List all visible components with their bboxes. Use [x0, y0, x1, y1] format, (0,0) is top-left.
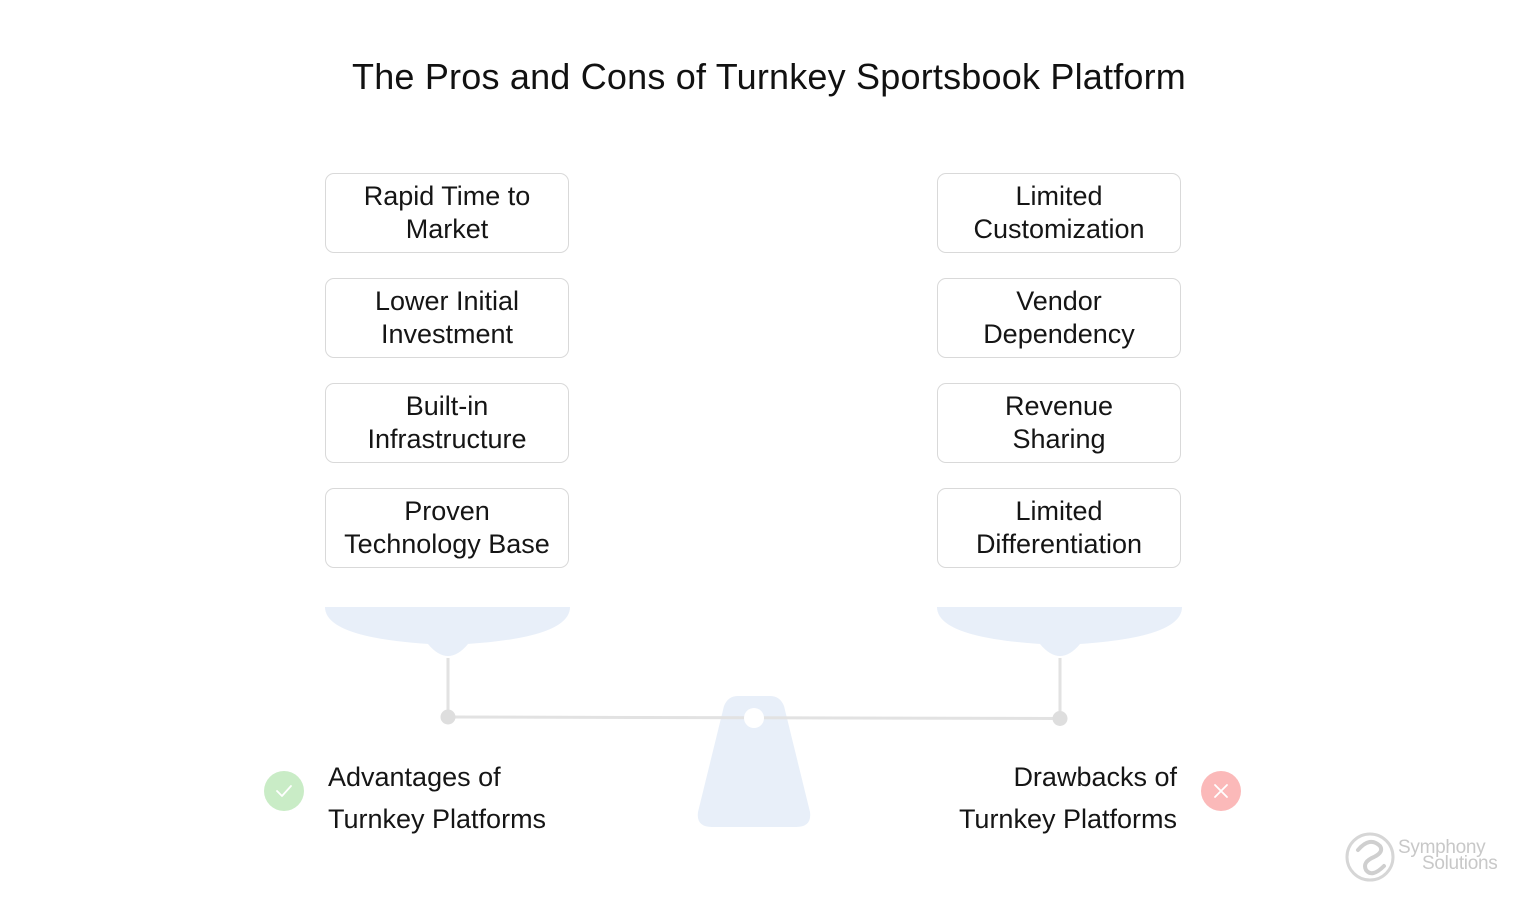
logo-swirl-icon	[1345, 832, 1395, 882]
close-icon	[1214, 784, 1228, 798]
pro-card-2-line1: Lower Initial	[374, 286, 520, 316]
pros-label-line1: Advantages of	[328, 762, 501, 792]
con-card-3-line2: Sharing	[1012, 424, 1106, 454]
cons-label: Drawbacks of Turnkey Platforms	[900, 756, 1177, 840]
pro-card-4-line1: Proven	[404, 496, 490, 526]
left-pan-hook	[428, 644, 468, 656]
fulcrum	[697, 696, 811, 827]
pro-card-1-line2: Market	[405, 214, 489, 244]
pro-card-2-line2: Investment	[380, 319, 514, 349]
con-card-2-line2: Dependency	[983, 319, 1135, 349]
cons-label-line2: Turnkey Platforms	[958, 804, 1177, 834]
right-pan	[937, 607, 1182, 645]
cons-badge	[1201, 771, 1241, 811]
page-title: The Pros and Cons of Turnkey Sportsbook …	[352, 56, 1186, 97]
check-icon	[276, 785, 292, 797]
con-card-2-line1: Vendor	[1016, 286, 1102, 316]
pro-card-3-line2: Infrastructure	[367, 424, 527, 454]
logo-text-line2: Solutions	[1422, 853, 1498, 874]
pros-badge	[264, 771, 304, 811]
pro-card-4-line2: Technology Base	[344, 529, 550, 559]
cons-label-line1: Drawbacks of	[1013, 762, 1177, 792]
con-card-4-line1: Limited	[1015, 496, 1103, 526]
pivot-hole	[744, 708, 764, 728]
left-pan	[325, 607, 570, 645]
right-joint	[1052, 711, 1068, 726]
pros-label-line2: Turnkey Platforms	[328, 804, 547, 834]
pros-label: Advantages of Turnkey Platforms	[328, 756, 546, 840]
left-joint	[440, 709, 456, 725]
con-card-1-line2: Customization	[973, 214, 1145, 244]
right-pan-hook	[1040, 644, 1080, 656]
con-card-1-line1: Limited	[1015, 181, 1103, 211]
pro-card-1-line1: Rapid Time to	[363, 181, 531, 211]
con-card-3-line1: Revenue	[1004, 391, 1114, 421]
con-card-4-line2: Differentiation	[975, 529, 1143, 559]
logo-text-line1: Symphony	[1398, 837, 1486, 858]
symphony-solutions-logo: Symphony Solutions	[1344, 830, 1514, 886]
pro-card-3-line1: Built-in	[405, 391, 489, 421]
